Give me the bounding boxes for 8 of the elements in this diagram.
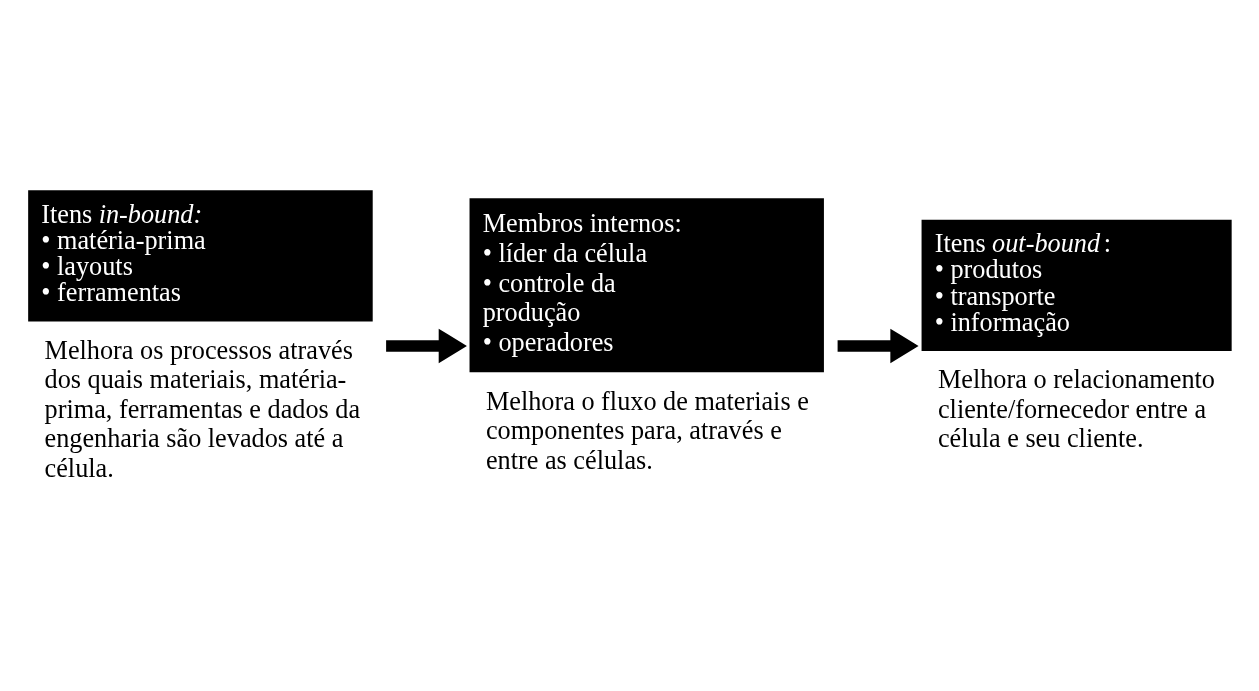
node-box: Membros internos: • líder da célula • controle da produção • operadores — [469, 197, 824, 372]
node-label: Melhora o fluxo de materiais e componentes para, através e entre as células. — [485, 386, 809, 475]
node-label: Melhora os processos através dos quais materiais, matéria-prima, ferramentas e dados da engenharia são levados até a célula. — [44, 335, 361, 483]
node-box: Itens out-bound: • produtos • transporte • informação — [921, 219, 1232, 351]
node-box: Itens in-bound: • matéria-prima • layouts • ferramentas — [28, 189, 373, 321]
node-label: Melhora o relacionamento cliente/fornecedor entre a célula e seu cliente. — [937, 364, 1215, 453]
arrow — [386, 328, 467, 363]
arrow — [837, 328, 919, 363]
